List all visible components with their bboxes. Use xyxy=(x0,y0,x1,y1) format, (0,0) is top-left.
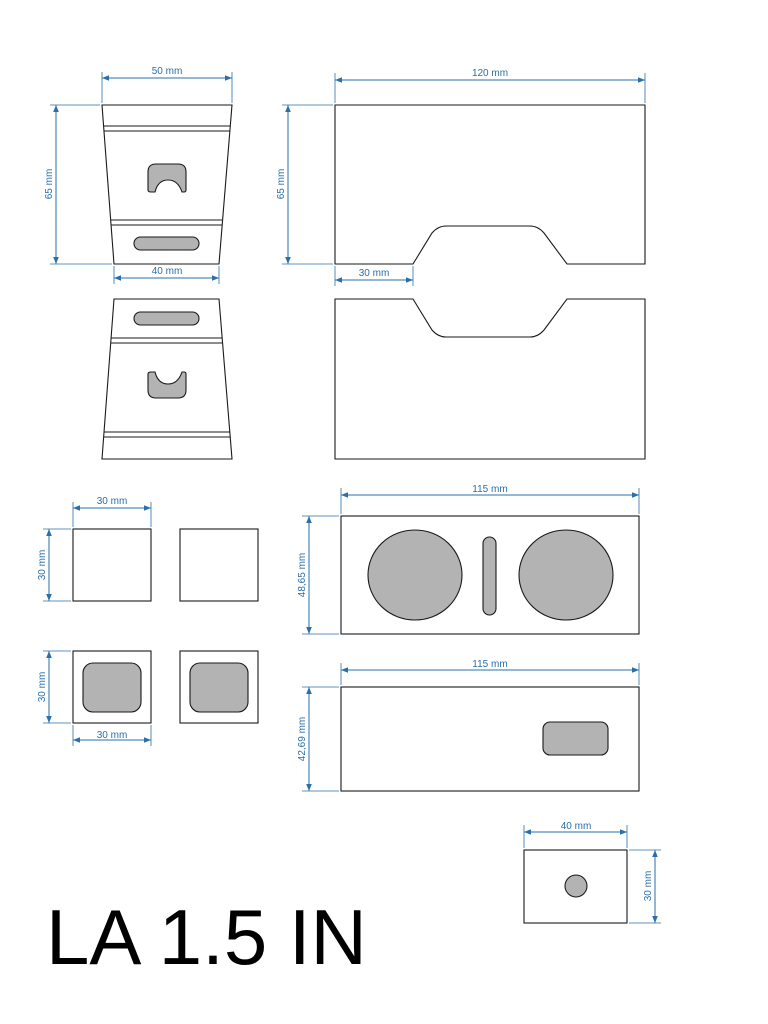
dim-small-width: 40 mm xyxy=(523,821,628,848)
dim-label: 30 mm xyxy=(359,268,390,279)
dim-square-bottom-width: 30 mm xyxy=(72,725,152,746)
dim-front-top-width: 50 mm xyxy=(101,66,233,103)
plate-with-holes xyxy=(340,515,640,635)
small-plate xyxy=(523,849,628,924)
drawing-title: LA 1.5 IN xyxy=(46,893,367,981)
dim-plate-top-width: 115 mm xyxy=(340,484,640,514)
rect-window-cutout xyxy=(542,721,609,756)
front-panel-outline xyxy=(101,104,233,265)
oblong-slot-cutout xyxy=(133,236,200,251)
dim-side-height: 65 mm xyxy=(276,104,333,265)
dim-square-top-width: 30 mm xyxy=(72,496,152,527)
side-view-bottom xyxy=(334,298,646,460)
dim-label: 50 mm xyxy=(152,66,183,77)
dim-square-top-height: 30 mm xyxy=(37,528,71,602)
vertical-slot xyxy=(482,536,497,616)
dim-square-bottom-height: 30 mm xyxy=(37,650,71,724)
dim-label: 42,69 mm xyxy=(297,717,308,761)
dim-plate-bottom-height: 42,69 mm xyxy=(297,686,339,792)
dim-label: 30 mm xyxy=(97,730,128,741)
dim-label: 65 mm xyxy=(44,169,55,200)
u-slot-cutout xyxy=(147,163,187,193)
dim-label: 40 mm xyxy=(152,266,183,277)
dim-plate-bottom-width: 115 mm xyxy=(340,659,640,685)
square-window-cutout-1 xyxy=(82,662,142,713)
square-plain-2 xyxy=(179,528,259,602)
round-hole-right xyxy=(518,529,614,621)
front-panel-outline-mirrored xyxy=(101,298,233,460)
dim-label: 65 mm xyxy=(276,169,287,200)
dim-label: 115 mm xyxy=(472,659,507,670)
front-view-top xyxy=(101,104,233,265)
square-window-cutout-2 xyxy=(189,662,249,713)
side-panel-outline-notched xyxy=(334,298,646,460)
u-slot-cutout xyxy=(147,371,187,399)
dim-label: 30 mm xyxy=(643,871,654,902)
dim-label: 30 mm xyxy=(37,672,48,703)
dim-label: 48,65 mm xyxy=(297,553,308,597)
oblong-slot-cutout xyxy=(133,311,200,326)
dim-side-notch-offset: 30 mm xyxy=(334,266,414,286)
dim-front-bottom-width: 40 mm xyxy=(113,266,220,284)
dim-side-width: 120 mm xyxy=(334,68,646,103)
dim-label: 115 mm xyxy=(472,484,507,495)
side-view-top xyxy=(334,104,646,265)
dim-plate-top-height: 48,65 mm xyxy=(297,515,339,635)
dim-front-height: 65 mm xyxy=(44,104,112,265)
dim-label: 30 mm xyxy=(97,496,128,507)
small-round-hole xyxy=(564,874,588,898)
dim-label: 40 mm xyxy=(561,821,592,832)
side-panel-outline xyxy=(334,104,646,265)
square-plain-1 xyxy=(72,528,152,602)
front-view-bottom xyxy=(101,298,233,460)
round-hole-left xyxy=(367,529,463,621)
plate-with-window xyxy=(340,686,640,792)
dim-small-height: 30 mm xyxy=(629,849,661,924)
dim-label: 120 mm xyxy=(472,68,508,79)
square-parts xyxy=(72,528,259,724)
dim-label: 30 mm xyxy=(37,550,48,581)
